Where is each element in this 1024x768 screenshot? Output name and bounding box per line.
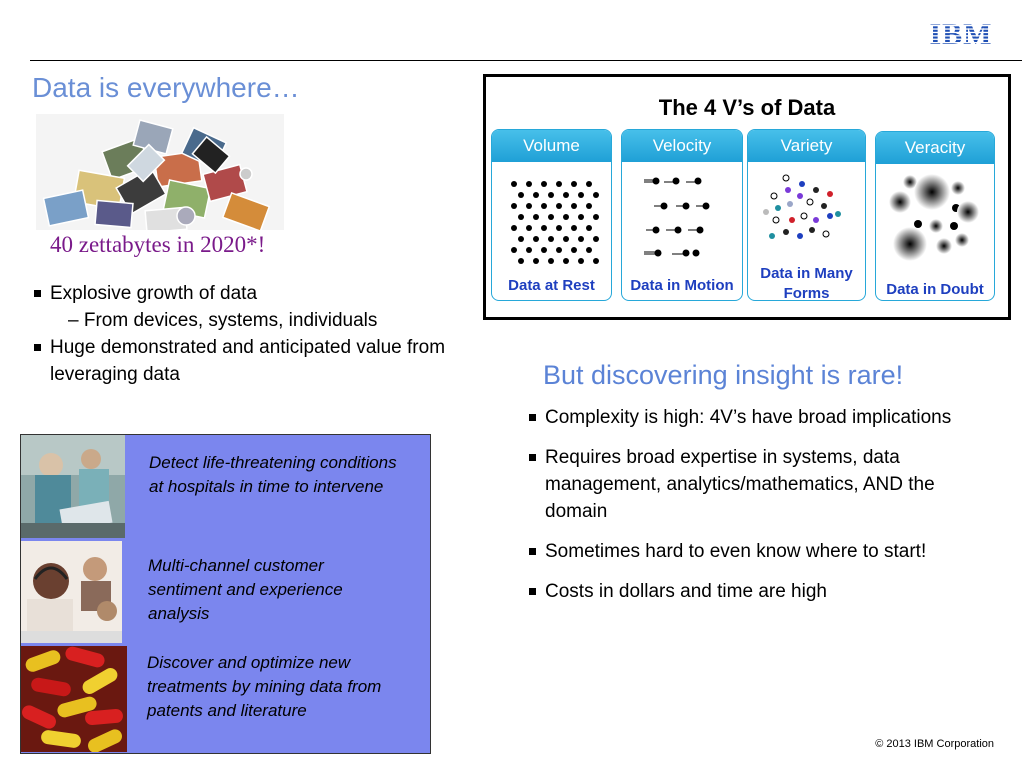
pills-photo-image (21, 646, 127, 753)
insight-heading: But discovering insight is rare! (543, 360, 904, 390)
copyright-notice: © 2013 IBM Corporation (875, 738, 994, 750)
use-case-hospital-text: Detect life-threatening conditions at ho… (149, 453, 397, 496)
velocity-caption: Data in Motion (630, 277, 734, 294)
right-bullet-list: Complexity is high: 4V’s have broad impl… (527, 404, 997, 618)
photo-collage-image (36, 114, 284, 230)
four-vs-title: The 4 V’s of Data (658, 95, 836, 120)
bullet-item: Requires broad expertise in systems, dat… (527, 444, 997, 525)
sub-bullet-item: – From devices, systems, individuals (68, 310, 378, 331)
bullet-item: Sometimes hard to even know where to sta… (527, 538, 997, 565)
veracity-header: Veracity (876, 132, 994, 164)
hospital-photo-image (21, 435, 125, 538)
bullet-item: Huge demonstrated and anticipated value … (32, 334, 462, 388)
veracity-blobs-icon (889, 174, 979, 261)
volume-dots-icon (511, 181, 599, 264)
variety-shapes-icon (763, 174, 841, 239)
velocity-column: Velocity Data in Motion (621, 129, 743, 301)
variety-header: Variety (748, 130, 865, 162)
call-center-photo-image (21, 541, 122, 643)
veracity-caption: Data in Doubt (886, 281, 984, 298)
volume-caption: Data at Rest (508, 277, 595, 294)
header-rule (30, 60, 1022, 61)
bullet-item: Costs in dollars and time are high (527, 578, 997, 605)
use-case-sentiment-text: Multi-channel customer sentiment and exp… (148, 556, 343, 623)
zettabytes-stat: 40 zettabytes in 2020*! (50, 232, 266, 257)
variety-caption: Data in Many Forms (760, 265, 853, 301)
volume-header: Volume (492, 130, 611, 162)
bullet-item: Complexity is high: 4V’s have broad impl… (527, 404, 997, 431)
veracity-column: Veracity Data in Doubt (875, 131, 995, 301)
bullet-item: Explosive growth of data (32, 280, 462, 307)
velocity-header: Velocity (622, 130, 742, 162)
svg-text:IBM: IBM (930, 20, 993, 48)
left-bullet-list: Explosive growth of data – From devices,… (32, 280, 462, 388)
four-vs-diagram: The 4 V’s of Data Volume Data at Rest Ve… (483, 74, 1011, 320)
variety-column: Variety Data in Many Forms (747, 129, 866, 301)
use-case-treatments-text: Discover and optimize new treatments by … (147, 653, 382, 720)
velocity-motion-icon (644, 177, 710, 257)
page-title: Data is everywhere… (32, 72, 300, 103)
volume-column: Volume Data at Rest (491, 129, 612, 301)
use-case-panel: Detect life-threatening conditions at ho… (20, 434, 431, 754)
ibm-logo: IBM (928, 18, 994, 53)
